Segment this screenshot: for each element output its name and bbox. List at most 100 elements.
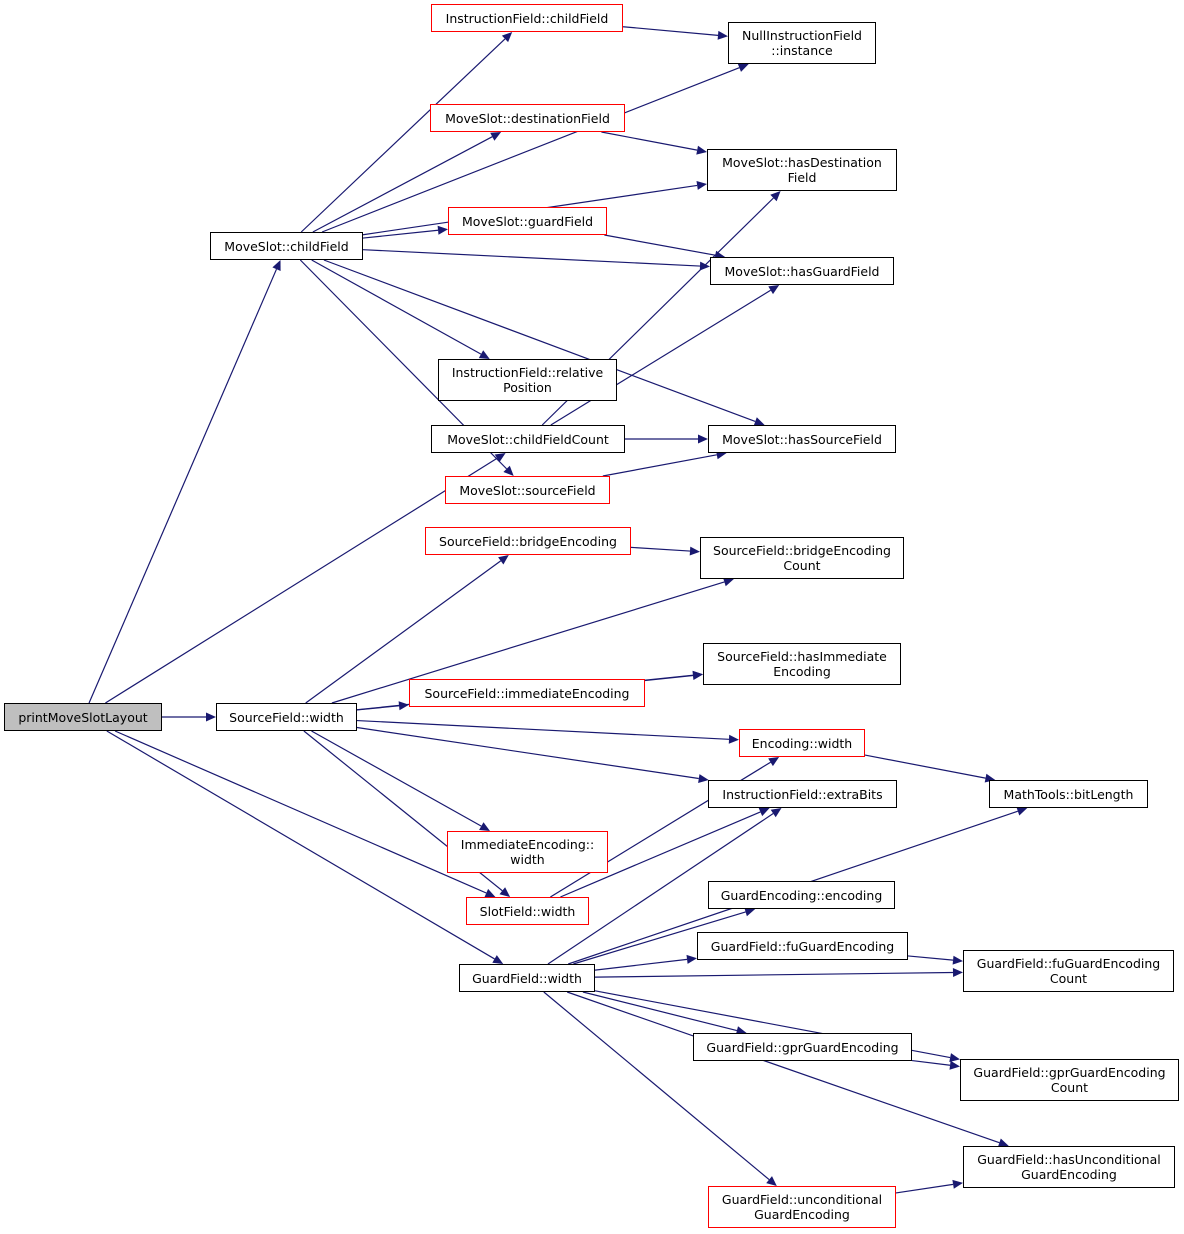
node-guard-field-fu-guard-encoding-count[interactable]: GuardField::fuGuardEncoding Count: [963, 950, 1174, 992]
node-label: SourceField::hasImmediate Encoding: [717, 649, 887, 679]
node-source-field-bridge-encoding-count[interactable]: SourceField::bridgeEncoding Count: [700, 537, 904, 579]
node-label: SlotField::width: [479, 903, 576, 919]
node-null-instruction-field-instance[interactable]: NullInstructionField ::instance: [728, 22, 876, 64]
node-move-slot-source-field[interactable]: MoveSlot::sourceField: [445, 476, 610, 504]
node-move-slot-has-guard-field[interactable]: MoveSlot::hasGuardField: [710, 257, 894, 285]
edge-move_slot_child_field-to-instruction_field_child_field: [300, 38, 506, 233]
edge-guard_field_width-to-guard_field_fu_guard_encoding_count: [594, 971, 954, 978]
edge-source_field_width-to-immediate_encoding_width: [311, 730, 482, 827]
node-guard-field-has-unconditional-guard-encoding[interactable]: GuardField::hasUnconditional GuardEncodi…: [963, 1146, 1175, 1188]
edge-source_field_width-to-instruction_field_extra_bits: [356, 726, 699, 780]
node-label: GuardEncoding::encoding: [720, 887, 883, 903]
arrowhead-instruction_field_child_field: [501, 32, 513, 43]
arrowhead-source_field_immediate_encoding: [398, 701, 409, 711]
node-label: SourceField::bridgeEncoding: [439, 533, 617, 549]
node-move-slot-child-field-count[interactable]: MoveSlot::childFieldCount: [431, 425, 625, 453]
arrowhead-null_instruction_field_instance: [737, 63, 749, 72]
node-label: MoveSlot::guardField: [461, 213, 594, 229]
node-move-slot-has-source-field[interactable]: MoveSlot::hasSourceField: [708, 425, 896, 453]
edge-guard_field_width-to-guard_encoding_encoding: [573, 911, 746, 965]
edge-guard_field_width-to-guard_field_unconditional_guard_encoding: [543, 991, 770, 1181]
edge-guard_field_gpr_guard_encoding-to-guard_field_gpr_guard_encoding_count: [911, 1059, 951, 1066]
node-label: ImmediateEncoding:: width: [460, 837, 595, 867]
arrowhead-guard_field_fu_guard_encoding: [686, 954, 697, 964]
arrowhead-move_slot_has_guard_field: [768, 285, 780, 295]
node-guard-field-width[interactable]: GuardField::width: [459, 964, 595, 992]
node-instruction-field-relative-position[interactable]: InstructionField::relative Position: [438, 359, 617, 401]
node-label: InstructionField::extraBits: [722, 786, 883, 802]
node-source-field-immediate-encoding[interactable]: SourceField::immediateEncoding: [409, 679, 645, 707]
arrowhead-move_slot_has_destination_field: [696, 181, 707, 190]
edge-guard_field_fu_guard_encoding-to-guard_field_fu_guard_encoding_count: [907, 955, 954, 961]
node-label: MoveSlot::childField: [224, 238, 349, 254]
arrowhead-null_instruction_field_instance: [717, 30, 728, 40]
node-move-slot-guard-field[interactable]: MoveSlot::guardField: [448, 207, 607, 235]
node-guard-field-gpr-guard-encoding[interactable]: GuardField::gprGuardEncoding: [693, 1033, 912, 1061]
edge-move_slot_guard_field-to-move_slot_has_guard_field: [604, 234, 716, 256]
edge-print_move_slot_layout-to-guard_field_width: [106, 730, 495, 960]
node-move-slot-destination-field[interactable]: MoveSlot::destinationField: [430, 104, 625, 132]
arrowhead-move_slot_destination_field: [490, 132, 502, 141]
edge-move_slot_child_field-to-move_slot_has_guard_field: [362, 249, 701, 267]
node-immediate-encoding-width[interactable]: ImmediateEncoding:: width: [447, 831, 608, 873]
edge-guard_field_width-to-guard_field_gpr_guard_encoding: [582, 991, 738, 1032]
edge-source_field_width-to-encoding_width: [356, 719, 730, 740]
node-label: GuardField::fuGuardEncoding Count: [976, 956, 1161, 986]
arrowhead-guard_field_gpr_guard_encoding: [735, 1026, 747, 1035]
node-label: MoveSlot::hasDestination Field: [722, 155, 882, 185]
node-source-field-bridge-encoding[interactable]: SourceField::bridgeEncoding: [425, 527, 631, 555]
edge-move_slot_child_field-to-move_slot_has_source_field: [323, 259, 756, 423]
node-instruction-field-extra-bits[interactable]: InstructionField::extraBits: [708, 780, 897, 808]
node-print-move-slot-layout: printMoveSlotLayout: [4, 703, 162, 731]
arrowhead-source_field_bridge_encoding: [498, 555, 509, 565]
arrowhead-guard_field_fu_guard_encoding_count: [952, 968, 963, 977]
node-move-slot-has-destination-field[interactable]: MoveSlot::hasDestination Field: [707, 149, 897, 191]
edge-instruction_field_child_field-to-null_instruction_field_instance: [622, 26, 719, 36]
node-label: GuardField::gprGuardEncoding: [706, 1039, 899, 1055]
node-guard-field-unconditional-guard-encoding[interactable]: GuardField::unconditional GuardEncoding: [708, 1186, 896, 1228]
edge-source_field_width-to-source_field_bridge_encoding: [305, 560, 502, 704]
edge-move_slot_child_field-to-instruction_field_relative_position: [311, 259, 482, 355]
node-label: InstructionField::childField: [445, 10, 609, 26]
arrowhead-encoding_width: [768, 757, 780, 767]
node-slot-field-width[interactable]: SlotField::width: [466, 897, 589, 925]
node-source-field-has-immediate-encoding[interactable]: SourceField::hasImmediate Encoding: [703, 643, 901, 685]
arrowhead-move_slot_has_destination_field: [770, 191, 781, 202]
node-encoding-width[interactable]: Encoding::width: [739, 729, 865, 757]
arrowhead-move_slot_child_field_count: [494, 453, 506, 463]
node-label: GuardField::width: [472, 970, 582, 986]
node-label: SourceField::bridgeEncoding Count: [713, 543, 891, 573]
node-label: NullInstructionField ::instance: [742, 28, 862, 58]
node-source-field-width[interactable]: SourceField::width: [216, 703, 357, 731]
node-guard-encoding-encoding[interactable]: GuardEncoding::encoding: [708, 881, 895, 909]
node-label: SourceField::width: [229, 709, 344, 725]
node-label: GuardField::fuGuardEncoding: [710, 938, 895, 954]
arrowhead-source_field_bridge_encoding_count: [723, 577, 734, 587]
arrowhead-slot_field_width: [499, 887, 511, 897]
arrowhead-move_slot_child_field: [272, 260, 281, 271]
arrowhead-move_slot_has_destination_field: [696, 145, 707, 155]
arrowhead-immediate_encoding_width: [479, 822, 490, 831]
arrowhead-math_tools_bit_length: [1016, 807, 1028, 816]
arrowhead-move_slot_has_source_field: [698, 434, 708, 444]
edge-source_field_immediate_encoding-to-source_field_has_immediate_encoding: [644, 674, 694, 682]
arrowhead-encoding_width: [728, 734, 739, 744]
edge-guard_field_unconditional_guard_encoding-to-guard_field_has_unconditional_guard_encoding: [895, 1183, 954, 1194]
arrowhead-guard_encoding_encoding: [744, 907, 756, 917]
node-move-slot-child-field[interactable]: MoveSlot::childField: [210, 232, 363, 260]
node-instruction-field-child-field[interactable]: InstructionField::childField: [431, 4, 623, 32]
node-label: GuardField::gprGuardEncoding Count: [973, 1065, 1166, 1095]
node-guard-field-fu-guard-encoding[interactable]: GuardField::fuGuardEncoding: [697, 932, 908, 960]
node-label: MoveSlot::hasGuardField: [724, 263, 880, 279]
arrowhead-source_field_has_immediate_encoding: [692, 671, 703, 680]
edge-source_field_width-to-source_field_immediate_encoding: [356, 705, 400, 711]
arrowhead-guard_field_gpr_guard_encoding_count: [949, 1060, 960, 1070]
edge-print_move_slot_layout-to-slot_field_width: [114, 730, 487, 894]
node-math-tools-bit-length[interactable]: MathTools::bitLength: [989, 780, 1148, 808]
node-label: GuardField::hasUnconditional GuardEncodi…: [977, 1152, 1161, 1182]
arrowhead-move_slot_guard_field: [437, 225, 448, 235]
node-guard-field-gpr-guard-encoding-count[interactable]: GuardField::gprGuardEncoding Count: [960, 1059, 1179, 1101]
arrowhead-move_slot_has_source_field: [753, 417, 765, 426]
